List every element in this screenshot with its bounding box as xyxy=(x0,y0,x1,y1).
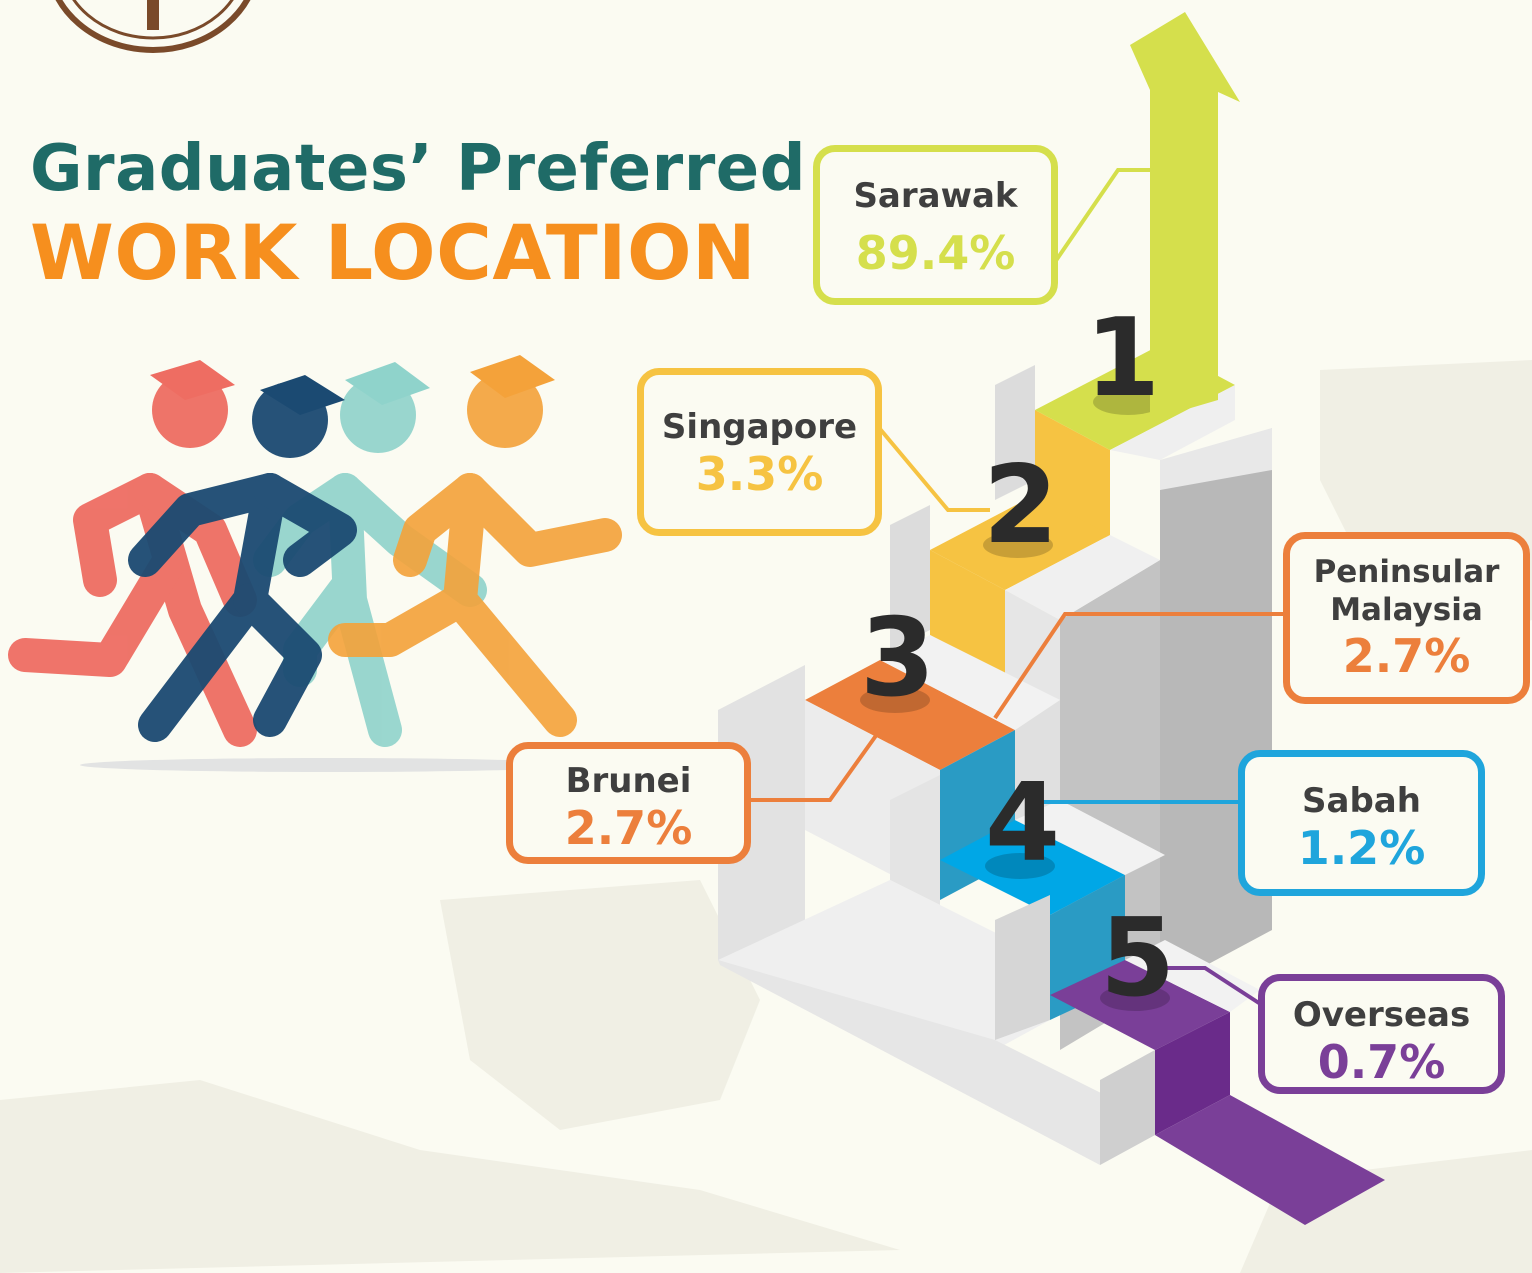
title-line-1: Graduates’ Preferred xyxy=(30,132,806,206)
label-singapore: Singapore 3.3% xyxy=(637,368,882,536)
runners-shadow xyxy=(80,758,580,772)
location-name: Sarawak xyxy=(853,176,1018,216)
percentage-value: 2.7% xyxy=(1342,629,1471,683)
label-brunei: Brunei 2.7% xyxy=(506,742,751,864)
up-arrow-icon xyxy=(1130,12,1240,420)
location-name: Singapore xyxy=(661,407,858,447)
step-number-5: 5 xyxy=(1100,896,1176,1021)
percentage-value: 89.4% xyxy=(855,226,1016,280)
percentage-value: 1.2% xyxy=(1297,821,1426,875)
graduation-cap-icon xyxy=(150,355,555,415)
location-name: Peninsular Malaysia xyxy=(1313,554,1500,628)
percentage-value: 0.7% xyxy=(1317,1035,1446,1089)
step-number-3: 3 xyxy=(860,596,936,721)
label-overseas: Overseas 0.7% xyxy=(1258,974,1505,1094)
step-number-2: 2 xyxy=(983,443,1059,568)
step-number-1: 1 xyxy=(1085,296,1161,421)
location-name: Brunei xyxy=(565,761,692,801)
graduate-runner-icon xyxy=(8,372,622,747)
percentage-value: 3.3% xyxy=(695,447,824,501)
location-name: Overseas xyxy=(1292,995,1471,1035)
label-sabah: Sabah 1.2% xyxy=(1238,750,1485,896)
label-peninsular-malaysia: Peninsular Malaysia 2.7% xyxy=(1283,532,1530,704)
title-line-2: WORK LOCATION xyxy=(30,208,757,297)
staircase xyxy=(718,12,1385,1225)
logo-seal-icon xyxy=(55,0,251,53)
percentage-value: 2.7% xyxy=(564,801,693,855)
location-name: Sabah xyxy=(1302,781,1421,821)
connector-lines xyxy=(748,168,1285,1007)
label-sarawak: Sarawak 89.4% xyxy=(813,145,1058,305)
step-number-4: 4 xyxy=(985,761,1061,886)
